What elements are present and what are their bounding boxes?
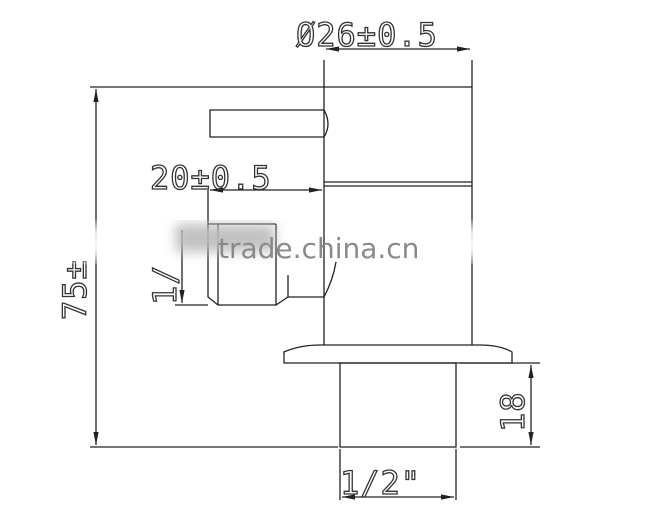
watermark-blur — [50, 224, 500, 260]
flange — [283, 344, 513, 364]
base-thread-dimension: 1/2" — [340, 464, 421, 502]
total-height-dimension: 75± — [56, 259, 94, 320]
diameter-dimension: Ø26±0.5 — [296, 16, 438, 54]
valve-body — [323, 60, 473, 345]
outlet-thread-dimension: 1/ — [146, 264, 184, 305]
base-height-dimension: 18 — [494, 391, 532, 432]
base-stem — [90, 86, 540, 448]
outlet-length-dimension: 20±0.5 — [150, 159, 272, 197]
handle — [209, 109, 329, 138]
watermark: trade.china.cn — [218, 232, 419, 265]
